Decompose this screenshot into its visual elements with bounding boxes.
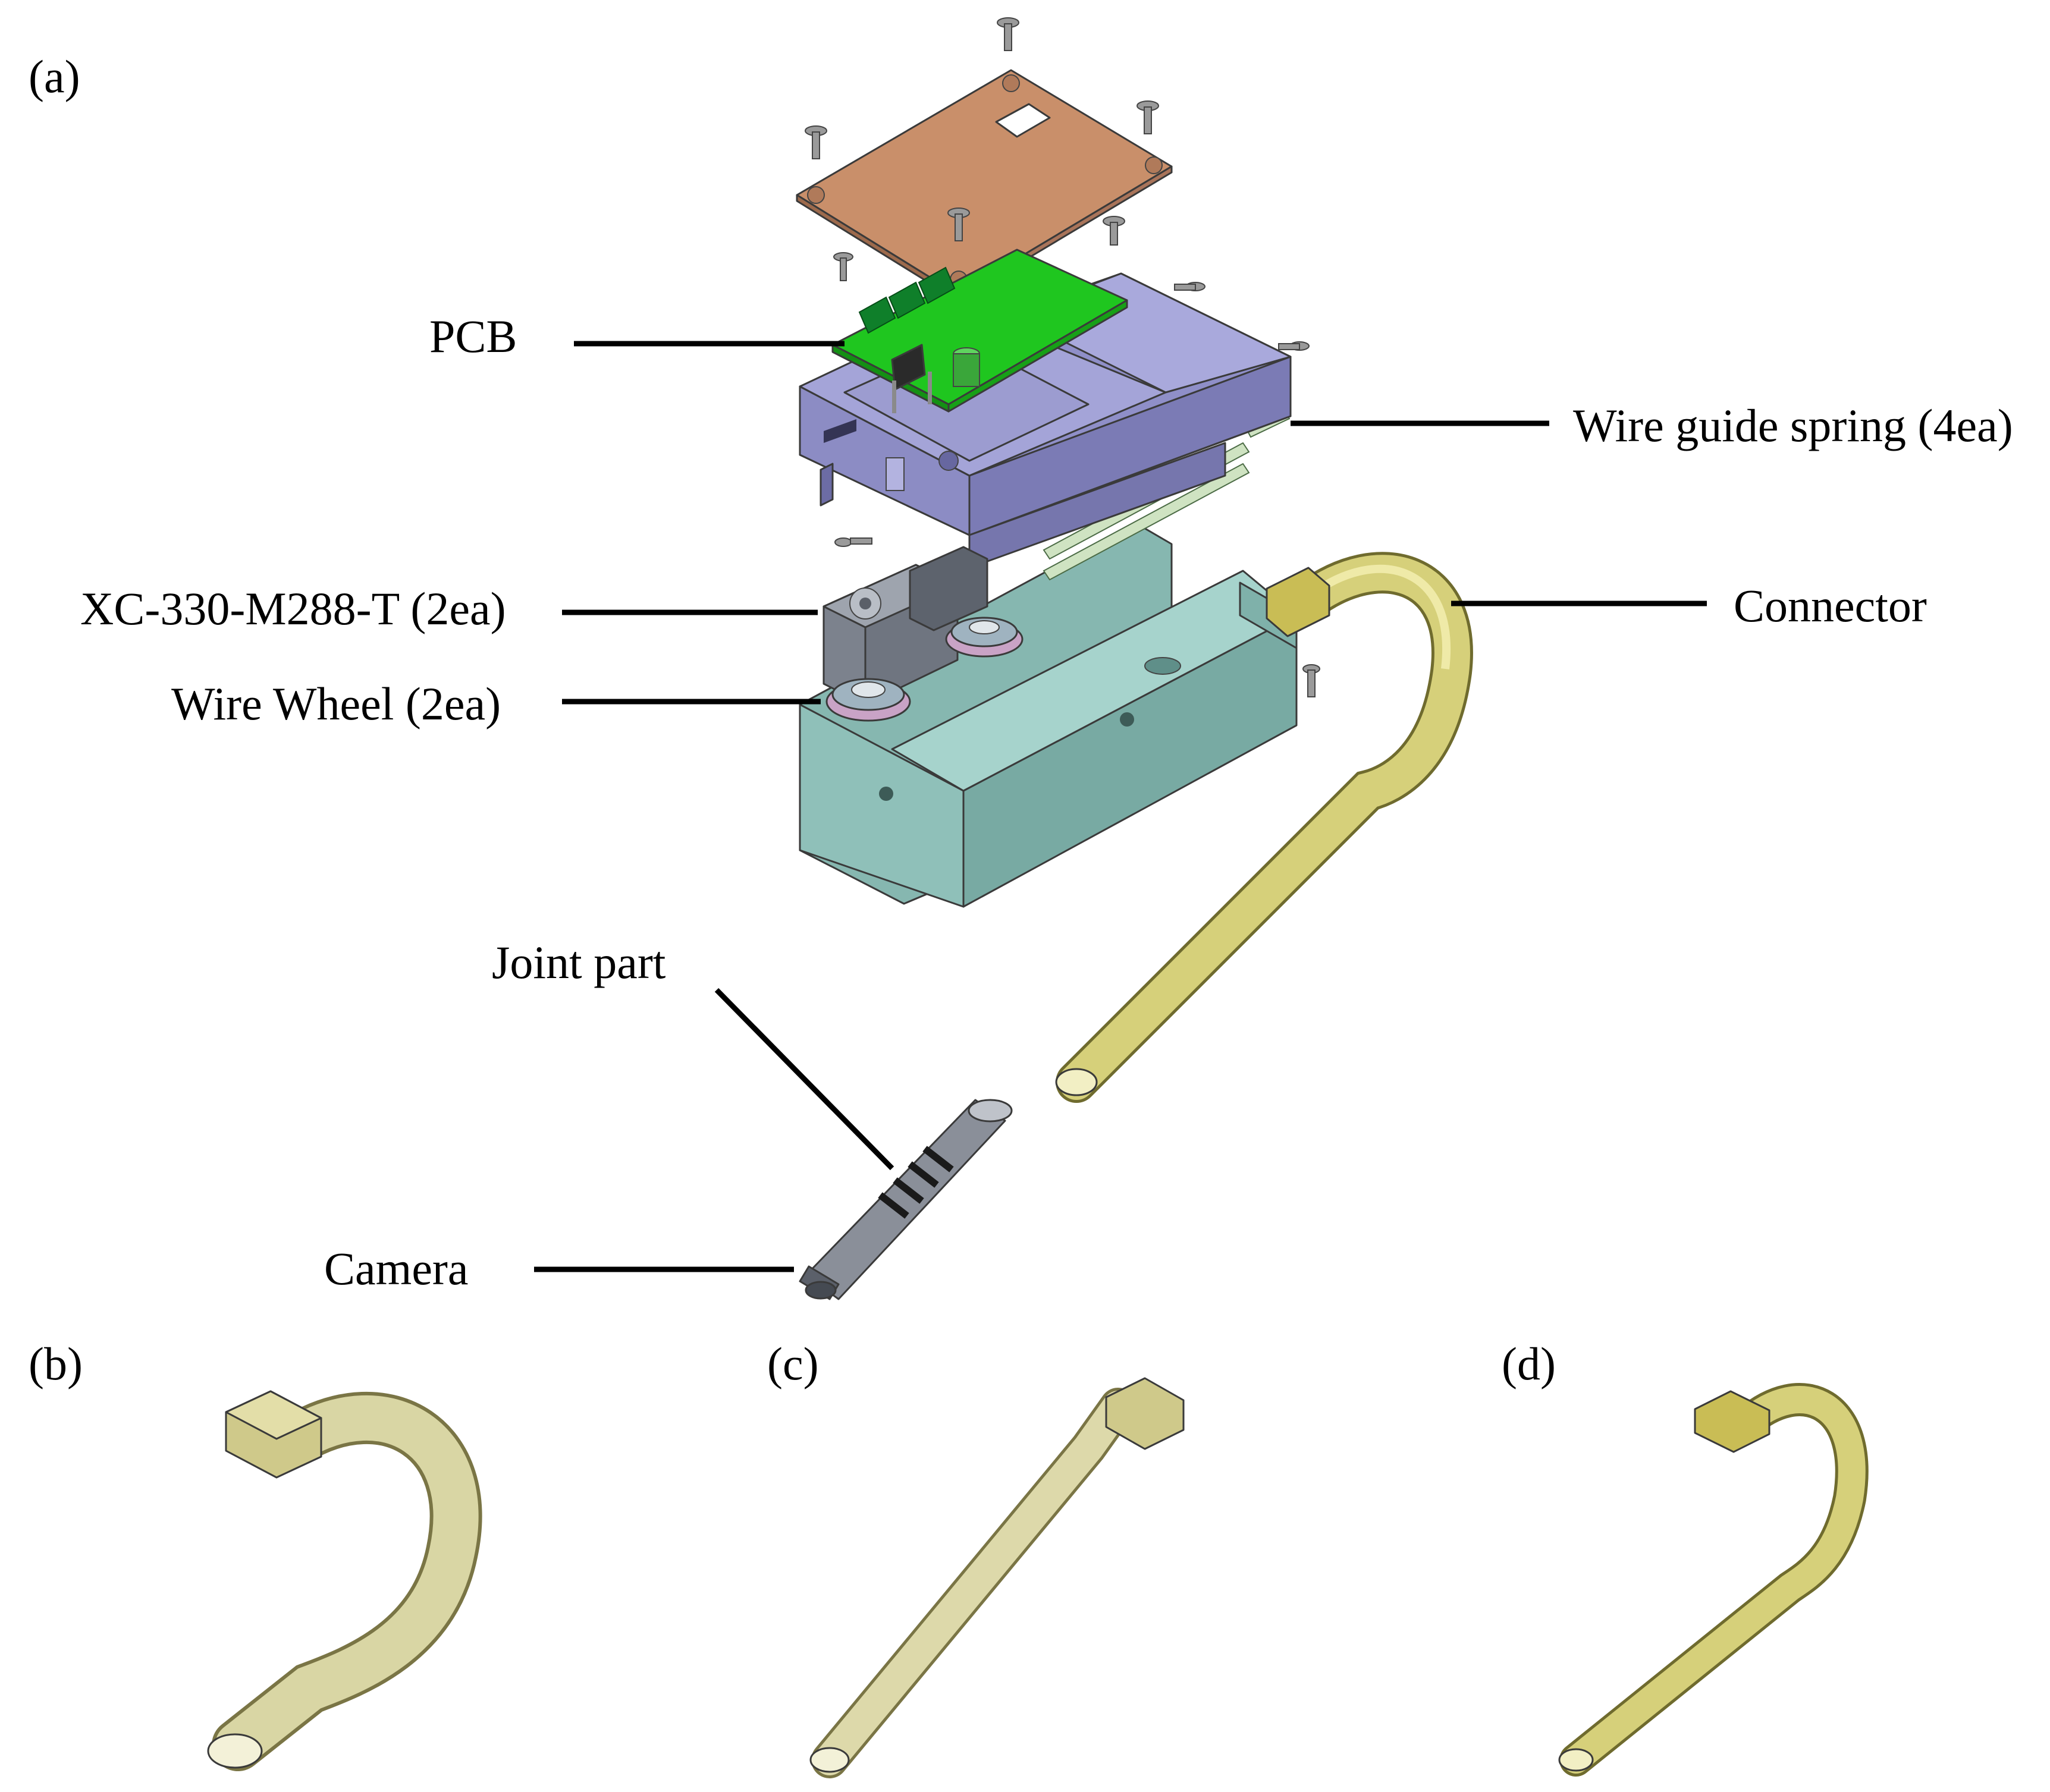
joint-and-camera [799, 1099, 1013, 1300]
panel-label-b: (b) [29, 1338, 83, 1389]
screws [805, 17, 1320, 697]
panel-label-d: (d) [1502, 1338, 1556, 1389]
label-connector: Connector [1734, 580, 1927, 631]
connector-tube [1055, 552, 1473, 1103]
label-pcb: PCB [429, 310, 517, 362]
label-wire-wheel: Wire Wheel (2ea) [171, 678, 501, 730]
label-wire-guide-spring: Wire guide spring (4ea) [1573, 400, 2013, 451]
pcb-board [831, 249, 1128, 413]
panel-label-c: (c) [767, 1338, 819, 1389]
label-camera: Camera [324, 1243, 469, 1294]
label-motor: XC-330-M288-T (2ea) [80, 583, 506, 634]
label-joint-part: Joint part [492, 936, 666, 988]
top-lid-plate [796, 69, 1173, 301]
joint-part-leader [714, 988, 894, 1171]
connector-variant-d [1558, 1383, 1869, 1777]
connector-variant-c [809, 1377, 1185, 1778]
connector-variant-b [207, 1390, 482, 1771]
wire-wheels [825, 617, 1024, 722]
panel-label-a: (a) [29, 51, 80, 102]
